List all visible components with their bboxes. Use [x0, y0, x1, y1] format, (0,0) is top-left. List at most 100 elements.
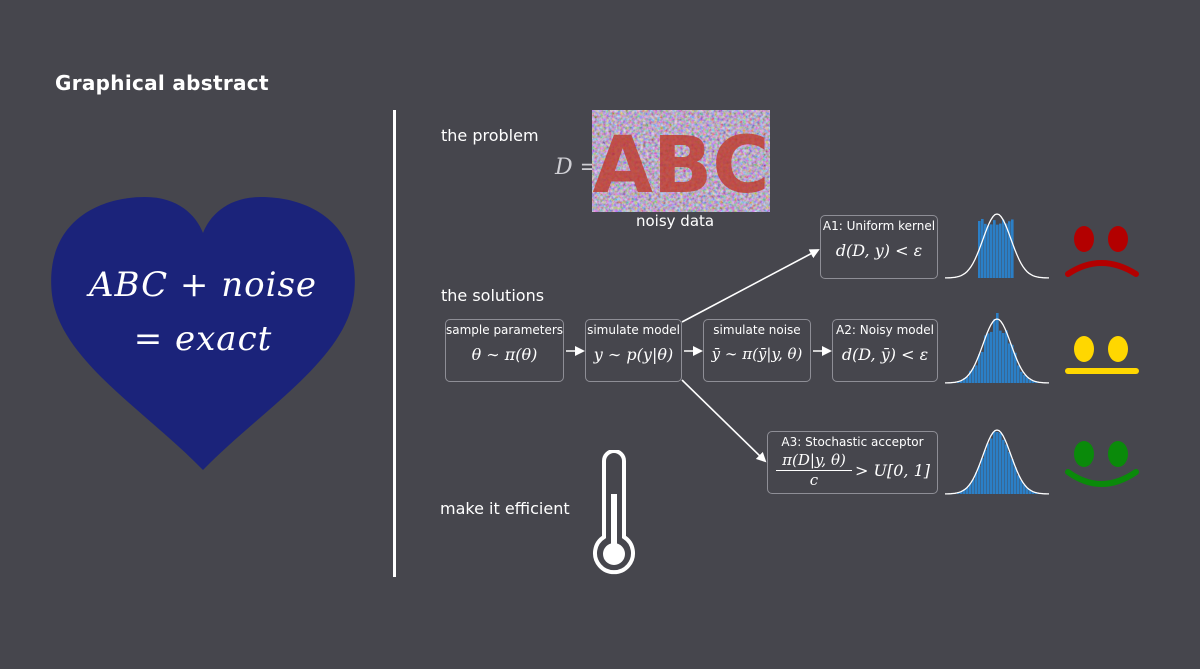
histogram-bar [981, 351, 984, 383]
problem-equation: D = [555, 155, 599, 180]
page-title: Graphical abstract [55, 71, 269, 95]
histogram-bar [1011, 219, 1014, 278]
histogram-bar [969, 370, 972, 383]
histogram-bar [999, 223, 1002, 278]
density-curve [945, 213, 1049, 279]
heart-panel: ABC + noise = exact [50, 195, 356, 473]
histogram-bar [966, 377, 969, 383]
histogram-bar [993, 220, 996, 278]
histogram-bar [1026, 488, 1029, 494]
histogram-bar [990, 438, 993, 494]
histogram-bar [999, 432, 1002, 494]
histogram-bar [1002, 333, 1005, 383]
histogram-bar [1005, 444, 1008, 494]
histogram-bar [1035, 492, 1038, 494]
histogram-bar [1023, 374, 1026, 383]
histogram-bar [960, 380, 963, 383]
histogram-bar [975, 365, 978, 383]
histogram-bar [1011, 459, 1014, 494]
histogram-bar [996, 224, 999, 278]
histogram-bar [957, 492, 960, 494]
sad-face-icon [1062, 222, 1142, 284]
section-solutions-label: the solutions [441, 286, 545, 305]
heart-text-line1: ABC + noise [88, 265, 318, 305]
histogram-a1 [945, 208, 1049, 286]
happy-face-icon [1062, 438, 1142, 500]
histogram-bar [981, 218, 984, 278]
histogram-bar [999, 330, 1002, 383]
histogram-bar [996, 310, 999, 383]
histogram-bar [1032, 491, 1035, 494]
a3-numerator: π(D|y, θ) [776, 451, 852, 471]
histogram-bar [1029, 490, 1032, 494]
simulate-model-box: simulate model y ∼ p(y|θ) [585, 319, 682, 382]
histogram-bar [978, 465, 981, 494]
section-efficient-label: make it efficient [440, 499, 570, 518]
sample-parameters-box: sample parameters θ ∼ π(θ) [445, 319, 564, 382]
histogram-bar [984, 449, 987, 494]
heart-icon [51, 197, 355, 470]
histogram-bar [969, 483, 972, 494]
histogram-bar [1029, 379, 1032, 383]
histogram-bar [1023, 484, 1026, 494]
histogram-a2 [945, 310, 1049, 391]
simulate-noise-formula: ȳ ∼ π(ȳ|y, θ) [711, 345, 803, 363]
histogram-bar [993, 431, 996, 494]
histogram-bar [966, 487, 969, 494]
histogram-bar [987, 443, 990, 494]
a1-uniform-kernel-box: A1: Uniform kernel d(D, y) < ε [820, 215, 938, 279]
a2-noisy-model-box: A2: Noisy model d(D, ȳ) < ε [832, 319, 938, 382]
noisy-data-image: ABC [592, 110, 770, 212]
arrow-model-to-a1 [681, 249, 820, 323]
vertical-divider [393, 110, 396, 577]
histogram-bar [987, 333, 990, 383]
a2-title: A2: Noisy model [836, 323, 934, 337]
histogram-bar [1002, 219, 1005, 278]
section-problem-label: the problem [441, 126, 539, 145]
histogram-bar [984, 223, 987, 278]
a3-rhs: > U[0, 1] [855, 461, 930, 480]
a3-title: A3: Stochastic acceptor [781, 435, 924, 449]
a3-denominator: c [809, 471, 819, 489]
histogram-bar [1014, 467, 1017, 494]
a1-formula: d(D, y) < ε [835, 241, 923, 260]
a2-formula: d(D, ȳ) < ε [841, 345, 929, 364]
thermometer-icon [590, 449, 638, 582]
histogram-bar [1017, 365, 1020, 383]
simulate-model-title: simulate model [587, 323, 680, 337]
histogram-bar [1002, 439, 1005, 494]
histogram-bar [981, 458, 984, 494]
a1-title: A1: Uniform kernel [822, 219, 936, 233]
histogram-bar [984, 335, 987, 383]
histogram-bar [1014, 352, 1017, 383]
density-curve [945, 318, 1049, 384]
histogram-bar [1032, 380, 1035, 383]
histogram-bar [993, 319, 996, 383]
sample-parameters-title: sample parameters [446, 323, 564, 337]
simulate-noise-title: simulate noise [713, 323, 801, 337]
noisy-abc-text: ABC [592, 121, 769, 211]
a3-stochastic-acceptor-box: A3: Stochastic acceptor π(D|y, θ) c > U[… [767, 431, 938, 494]
histogram-bar [978, 354, 981, 383]
arrow-model-to-a3 [681, 379, 767, 463]
sample-parameters-formula: θ ∼ π(θ) [471, 345, 538, 364]
histogram-bar [1026, 377, 1029, 383]
histogram-bar [1017, 475, 1020, 494]
histogram-bar [1005, 330, 1008, 383]
histogram-bar [972, 479, 975, 494]
histogram-bar [996, 431, 999, 494]
histogram-bar [990, 224, 993, 278]
density-curve [945, 429, 1049, 495]
histogram-bar [1011, 344, 1014, 383]
histogram-bar [972, 368, 975, 383]
histogram-bar [1008, 343, 1011, 383]
histogram-bar [1005, 223, 1008, 278]
simulate-model-formula: y ∼ p(y|θ) [593, 345, 674, 364]
histogram-bar [1008, 221, 1011, 278]
simulate-noise-box: simulate noise ȳ ∼ π(ȳ|y, θ) [703, 319, 811, 382]
histogram-bar [1020, 371, 1023, 383]
histogram-bar [1008, 451, 1011, 494]
histogram-bar [1020, 480, 1023, 494]
neutral-face-icon [1062, 332, 1142, 384]
